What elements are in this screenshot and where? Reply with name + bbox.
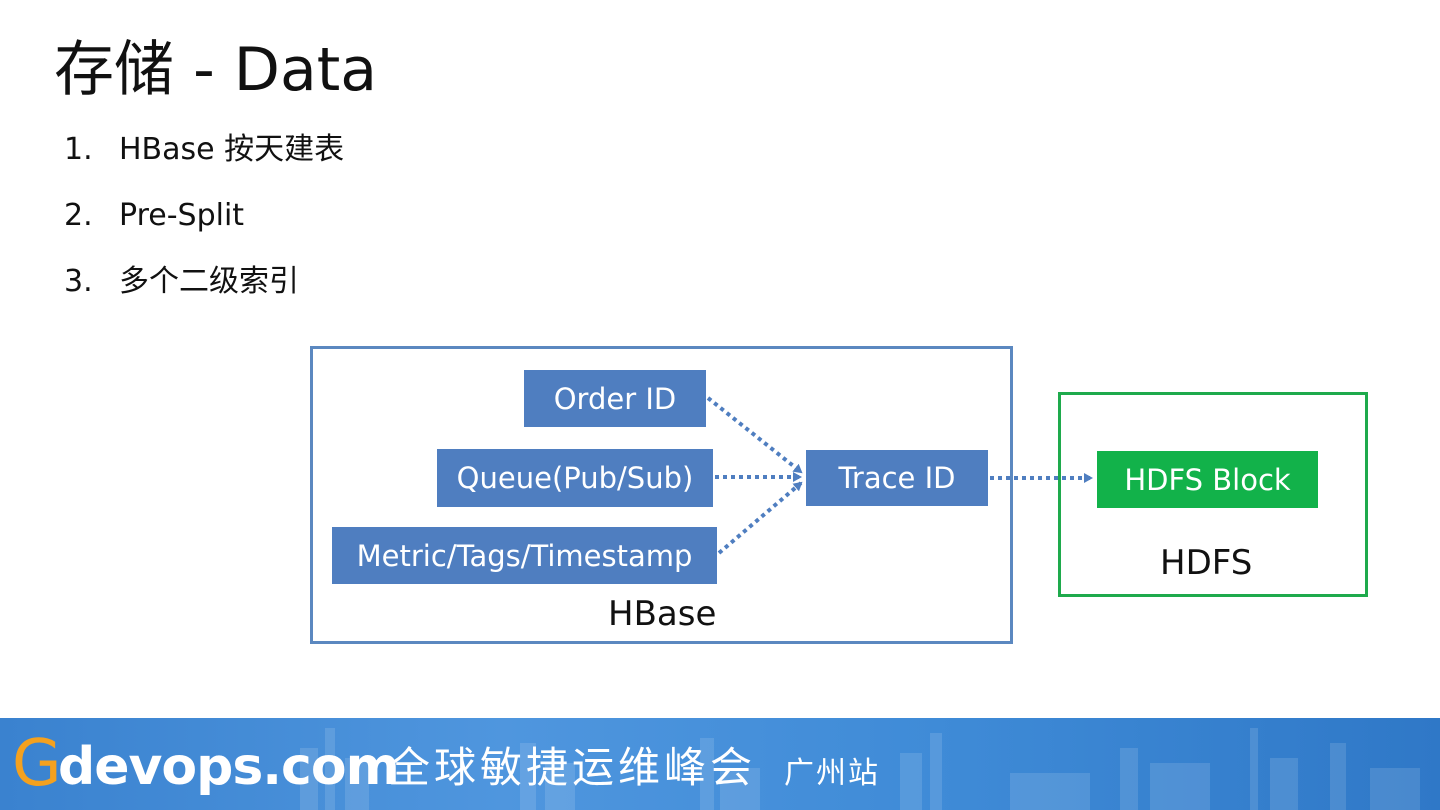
hdfs-block-node: HDFS Block <box>1097 451 1318 508</box>
bullet-number: 2. <box>64 198 93 233</box>
order-id-node: Order ID <box>524 370 706 427</box>
bullet-number: 3. <box>64 264 93 299</box>
slide-title: 存储 - Data <box>54 35 378 105</box>
bullet-text: HBase 按天建表 <box>119 132 345 167</box>
gdevops-logo-g: G <box>12 727 62 801</box>
bullet-text: Pre-Split <box>119 198 245 233</box>
metric-node: Metric/Tags/Timestamp <box>332 527 717 584</box>
trace-id-node: Trace ID <box>806 450 988 506</box>
gdevops-logo-text: devops.com <box>58 737 400 797</box>
city-skyline-graphic <box>300 728 1420 810</box>
hdfs-container <box>1058 392 1368 597</box>
bullet-text: 多个二级索引 <box>119 264 299 299</box>
event-city: 广州站 <box>784 756 880 791</box>
footer-banner: G devops.com 全球敏捷运维峰会 广州站 <box>0 718 1440 810</box>
queue-node: Queue(Pub/Sub) <box>437 449 713 507</box>
bullet-number: 1. <box>64 132 93 167</box>
hbase-container <box>310 346 1013 644</box>
event-name: 全球敏捷运维峰会 <box>388 743 757 792</box>
hdfs-caption: HDFS <box>1160 543 1253 583</box>
hbase-caption: HBase <box>608 594 717 634</box>
